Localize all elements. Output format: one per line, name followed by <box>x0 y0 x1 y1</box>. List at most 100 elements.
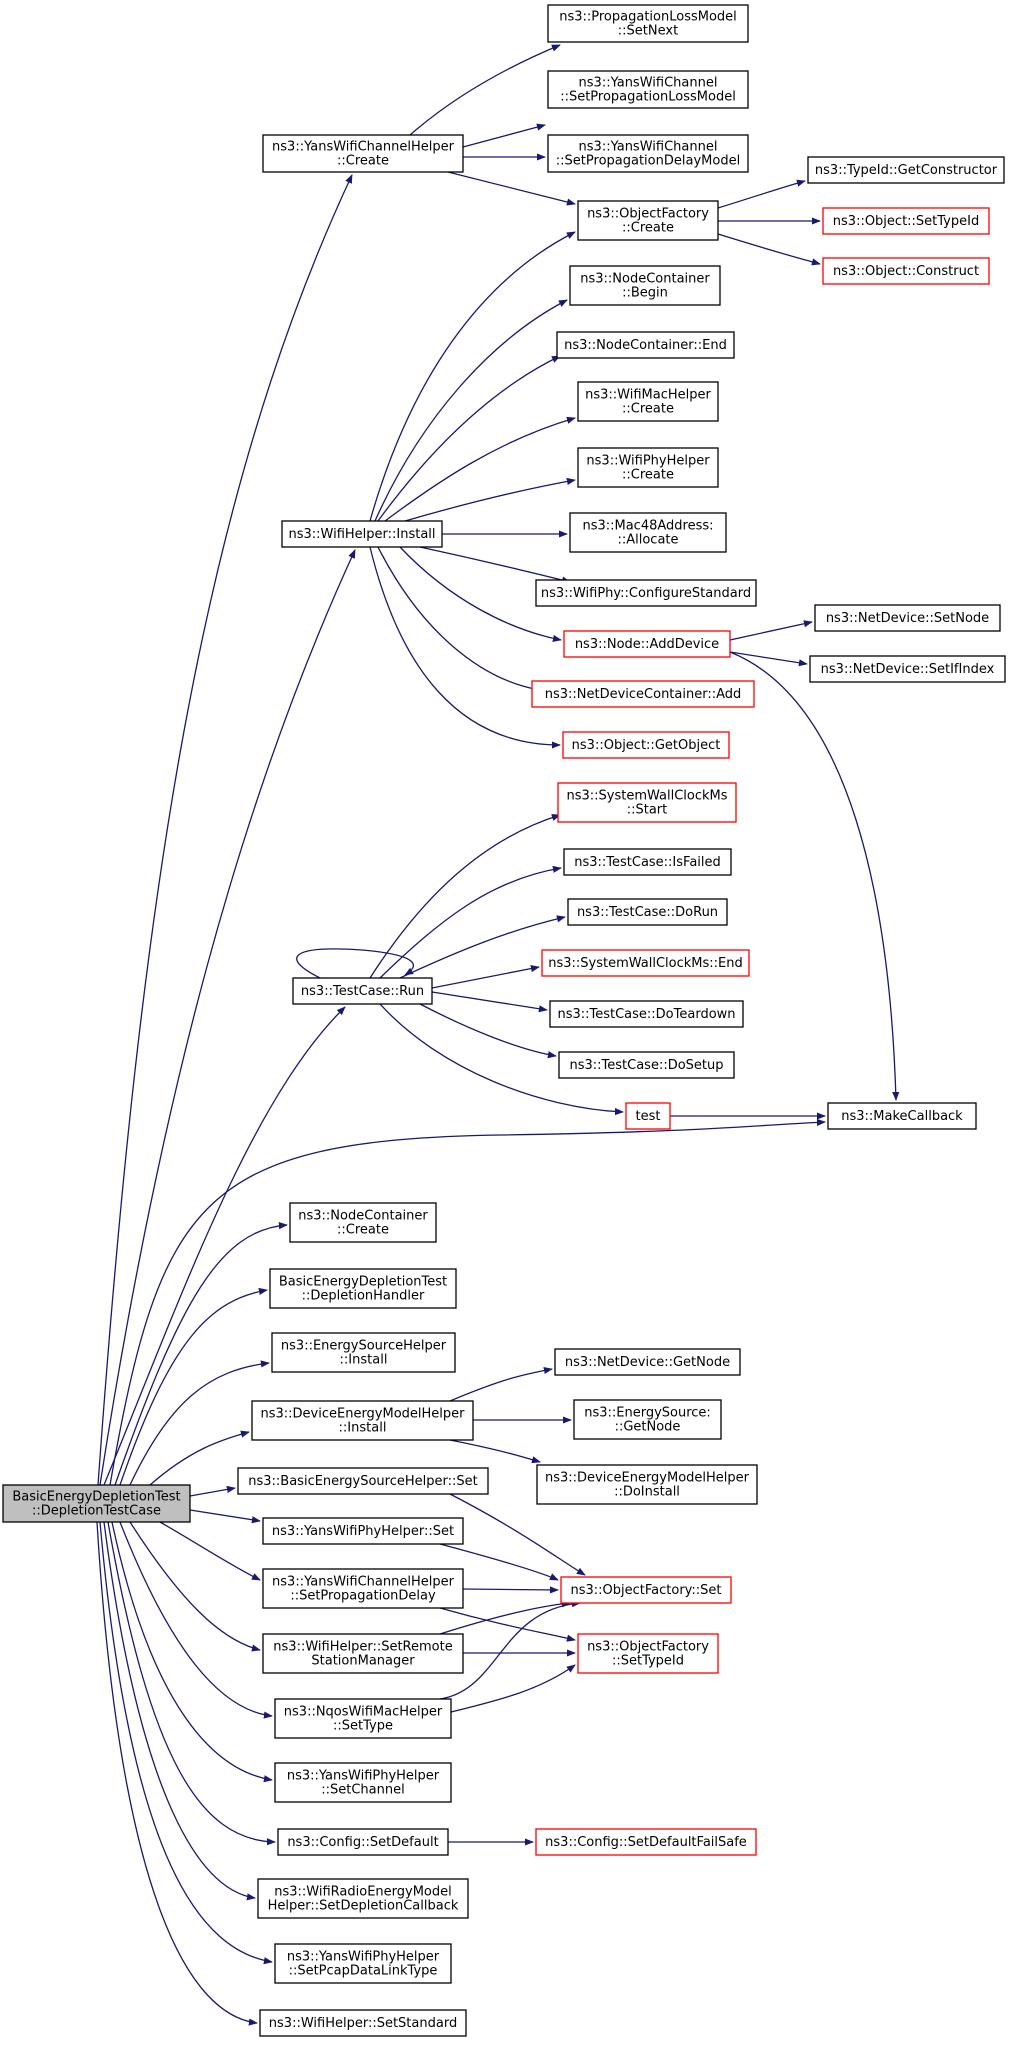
node-box[interactable] <box>822 207 990 235</box>
node-typeid-getctor[interactable]: ns3::TypeId::GetConstructor <box>807 156 1005 184</box>
node-objfactory-settypeid[interactable]: ns3::ObjectFactory::SetTypeId <box>577 1633 719 1674</box>
node-box[interactable] <box>547 70 749 109</box>
node-testcase-isfailed[interactable]: ns3::TestCase::IsFailed <box>563 848 732 876</box>
node-box[interactable] <box>289 1202 437 1243</box>
node-box[interactable] <box>535 579 757 607</box>
node-box[interactable] <box>259 2009 467 2037</box>
node-box[interactable] <box>549 1000 744 1028</box>
node-box[interactable] <box>262 1633 464 1674</box>
node-energysrc-install[interactable]: ns3::EnergySourceHelper::Install <box>271 1332 456 1373</box>
node-box[interactable] <box>274 1762 452 1803</box>
node-config-setdefault[interactable]: ns3::Config::SetDefault <box>277 1828 449 1856</box>
node-box[interactable] <box>556 331 735 359</box>
node-box[interactable] <box>535 1828 757 1856</box>
node-box[interactable] <box>563 630 731 658</box>
node-nodecont-begin[interactable]: ns3::NodeContainer::Begin <box>569 265 721 306</box>
node-wifimac-create[interactable]: ns3::WifiMacHelper::Create <box>577 381 719 422</box>
node-object-construct[interactable]: ns3::Object::Construct <box>822 257 990 285</box>
node-objfactory-create[interactable]: ns3::ObjectFactory::Create <box>577 200 719 241</box>
node-box[interactable] <box>541 949 750 977</box>
node-box[interactable] <box>569 512 727 553</box>
node-box[interactable] <box>562 731 730 759</box>
node-netdevcont-add[interactable]: ns3::NetDeviceContainer::Add <box>531 680 755 708</box>
node-node-adddevice[interactable]: ns3::Node::AddDevice <box>563 630 731 658</box>
node-netdev-getnode[interactable]: ns3::NetDevice::GetNode <box>554 1348 741 1376</box>
node-box[interactable] <box>531 680 755 708</box>
node-testcase-dorun[interactable]: ns3::TestCase::DoRun <box>567 898 728 926</box>
node-wifihelper-install[interactable]: ns3::WifiHelper::Install <box>281 520 443 548</box>
node-objfactory-set[interactable]: ns3::ObjectFactory::Set <box>560 1576 732 1604</box>
node-box[interactable] <box>567 898 728 926</box>
node-testcase-run[interactable]: ns3::TestCase::Run <box>292 977 433 1005</box>
node-object-settypeid[interactable]: ns3::Object::SetTypeId <box>822 207 990 235</box>
node-test[interactable]: test <box>625 1102 671 1130</box>
node-netdev-setnode[interactable]: ns3::NetDevice::SetNode <box>814 604 1001 632</box>
node-yansphy-setchannel[interactable]: ns3::YansWifiPhyHelper::SetChannel <box>274 1762 452 1803</box>
node-swc-start[interactable]: ns3::SystemWallClockMs::Start <box>557 782 737 823</box>
node-box[interactable] <box>271 1332 456 1373</box>
node-yansphy-setpcap[interactable]: ns3::YansWifiPhyHelper::SetPcapDataLinkT… <box>274 1943 452 1984</box>
node-basicenergy-set[interactable]: ns3::BasicEnergySourceHelper::Set <box>237 1467 489 1495</box>
node-box[interactable] <box>814 604 1001 632</box>
node-config-setdefaultfailsafe[interactable]: ns3::Config::SetDefaultFailSafe <box>535 1828 757 1856</box>
node-energysrc-getnode[interactable]: ns3::EnergySource:::GetNode <box>573 1399 722 1440</box>
node-yans-chan-setdelay-helper[interactable]: ns3::YansWifiChannelHelper::SetPropagati… <box>262 1568 464 1609</box>
node-box[interactable] <box>807 156 1005 184</box>
node-depletion-handler[interactable]: BasicEnergyDepletionTest::DepletionHandl… <box>269 1268 457 1309</box>
node-box[interactable] <box>577 381 719 422</box>
node-box[interactable] <box>625 1102 671 1130</box>
node-box[interactable] <box>558 1051 735 1079</box>
node-box[interactable] <box>827 1102 977 1130</box>
node-testcase-doteardown[interactable]: ns3::TestCase::DoTeardown <box>549 1000 744 1028</box>
node-box[interactable] <box>573 1399 722 1440</box>
node-box[interactable] <box>577 200 719 241</box>
node-yansphy-set[interactable]: ns3::YansWifiPhyHelper::Set <box>262 1517 464 1545</box>
node-devenergy-install[interactable]: ns3::DeviceEnergyModelHelper::Install <box>251 1400 474 1441</box>
node-yans-chan-setdelay[interactable]: ns3::YansWifiChannel::SetPropagationDela… <box>547 134 749 173</box>
node-box[interactable] <box>281 520 443 548</box>
node-nodecont-end[interactable]: ns3::NodeContainer::End <box>556 331 735 359</box>
node-nqos-settype[interactable]: ns3::NqosWifiMacHelper::SetType <box>274 1698 452 1739</box>
node-swc-end[interactable]: ns3::SystemWallClockMs::End <box>541 949 750 977</box>
node-box[interactable] <box>2 1484 191 1523</box>
node-box[interactable] <box>554 1348 741 1376</box>
node-devenergy-doinstall[interactable]: ns3::DeviceEnergyModelHelper::DoInstall <box>536 1464 758 1505</box>
node-wifiradio-setdepletion[interactable]: ns3::WifiRadioEnergyModelHelper::SetDepl… <box>257 1878 469 1919</box>
node-box[interactable] <box>269 1268 457 1309</box>
node-testcase-dosetup[interactable]: ns3::TestCase::DoSetup <box>558 1051 735 1079</box>
node-wifiphy-configstd[interactable]: ns3::WifiPhy::ConfigureStandard <box>535 579 757 607</box>
node-box[interactable] <box>563 848 732 876</box>
node-box[interactable] <box>536 1464 758 1505</box>
node-box[interactable] <box>257 1878 469 1919</box>
node-nodecont-create[interactable]: ns3::NodeContainer::Create <box>289 1202 437 1243</box>
node-yans-chan-create[interactable]: ns3::YansWifiChannelHelper::Create <box>262 134 464 173</box>
node-box[interactable] <box>822 257 990 285</box>
node-box[interactable] <box>262 1568 464 1609</box>
node-box[interactable] <box>577 1633 719 1674</box>
node-mac48-allocate[interactable]: ns3::Mac48Address:::Allocate <box>569 512 727 553</box>
node-wifihelper-setstandard[interactable]: ns3::WifiHelper::SetStandard <box>259 2009 467 2037</box>
node-box[interactable] <box>809 655 1006 683</box>
node-box[interactable] <box>251 1400 474 1441</box>
node-box[interactable] <box>547 134 749 173</box>
node-yans-chan-setloss[interactable]: ns3::YansWifiChannel::SetPropagationLoss… <box>547 70 749 109</box>
node-netdev-setifindex[interactable]: ns3::NetDevice::SetIfIndex <box>809 655 1006 683</box>
node-box[interactable] <box>569 265 721 306</box>
node-object-getobject[interactable]: ns3::Object::GetObject <box>562 731 730 759</box>
node-makecallback[interactable]: ns3::MakeCallback <box>827 1102 977 1130</box>
node-prop-loss-setnext[interactable]: ns3::PropagationLossModel::SetNext <box>547 4 749 43</box>
node-box[interactable] <box>274 1943 452 1984</box>
node-root[interactable]: BasicEnergyDepletionTest::DepletionTestC… <box>2 1484 191 1523</box>
node-wifiphy-create[interactable]: ns3::WifiPhyHelper::Create <box>577 447 719 488</box>
node-box[interactable] <box>277 1828 449 1856</box>
node-box[interactable] <box>274 1698 452 1739</box>
node-box[interactable] <box>262 134 464 173</box>
node-box[interactable] <box>557 782 737 823</box>
node-box[interactable] <box>547 4 749 43</box>
node-box[interactable] <box>292 977 433 1005</box>
node-box[interactable] <box>560 1576 732 1604</box>
node-box[interactable] <box>237 1467 489 1495</box>
node-box[interactable] <box>577 447 719 488</box>
node-box[interactable] <box>262 1517 464 1545</box>
